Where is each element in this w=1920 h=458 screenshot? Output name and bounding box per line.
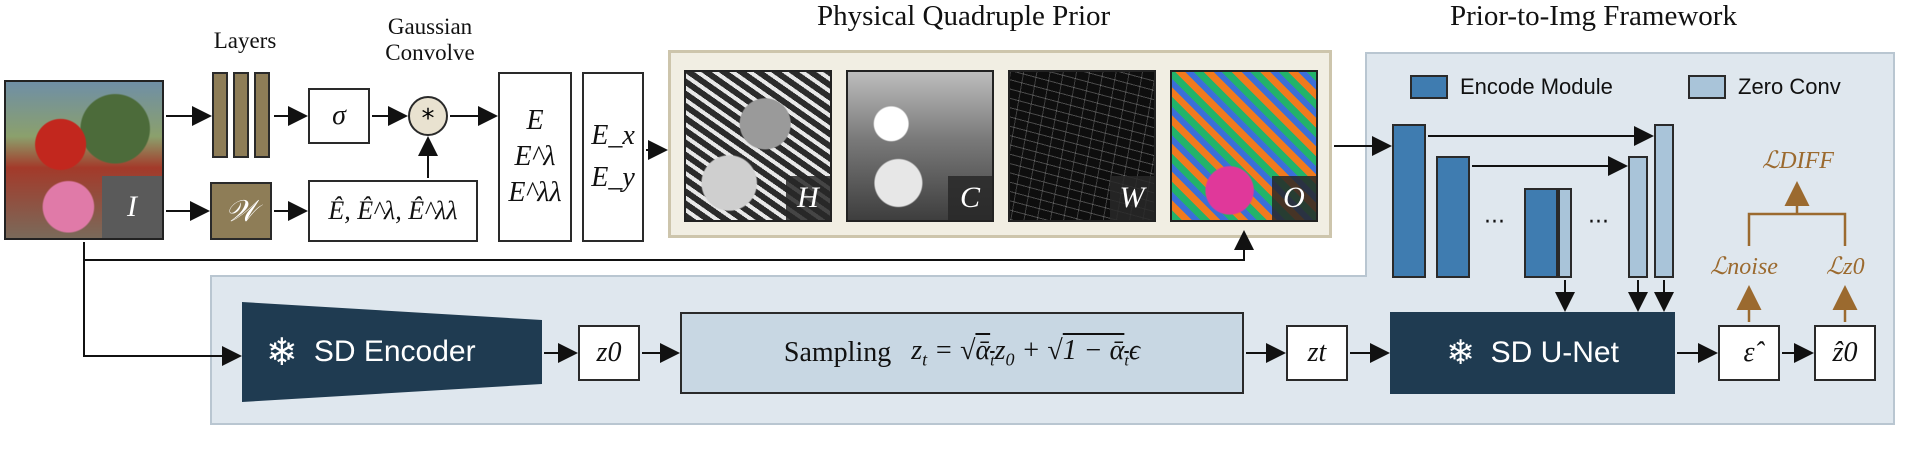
sampling-label: Sampling (783, 337, 892, 368)
e-stack-2: E^λλ (508, 177, 562, 208)
legend-encode-swatch (1410, 75, 1448, 99)
ellipsis-right: ··· (1588, 210, 1609, 235)
encode-module-1 (1392, 124, 1426, 278)
input-image-tag: I (102, 176, 162, 238)
encode-module-3 (1524, 188, 1558, 278)
e-stack-0: E (526, 105, 544, 136)
prior-h: H (684, 70, 832, 222)
sd-unet: ❄ SD U-Net (1390, 312, 1675, 394)
e-stack-box: E E^λ E^λλ (498, 72, 572, 242)
layer-bar-2 (233, 72, 249, 158)
layer-bar-1 (212, 72, 228, 158)
zt-box: zt (1286, 325, 1348, 381)
ellipsis-left: ··· (1484, 210, 1505, 235)
exy-1: E_y (591, 162, 635, 193)
layer-bar-3 (254, 72, 270, 158)
snowflake-icon: ❄ (266, 330, 298, 374)
sd-unet-label: SD U-Net (1490, 336, 1619, 369)
loss-noise: ℒnoise (1710, 254, 1778, 280)
prior-w-tag: W (1110, 176, 1154, 220)
legend-zero-swatch (1688, 75, 1726, 99)
sampling-equation: zt = √ᾱtz0 + √1 − ᾱtϵ (911, 335, 1141, 370)
prior-to-img-title: Prior-to-Img Framework (1450, 0, 1737, 32)
z0-hat-text: ẑ0 (1832, 337, 1858, 368)
w-operator-label: 𝒲 (225, 193, 257, 229)
legend-encode-module: Encode Module (1410, 74, 1613, 100)
e-stack-1: E^λ (514, 141, 556, 172)
z0-text: z0 (596, 337, 622, 368)
gaussian-convolve-label: Gaussian Convolve (360, 14, 500, 67)
sigma-box: σ (308, 88, 370, 144)
prior-w: W (1008, 70, 1156, 222)
sd-encoder: ❄ SD Encoder (242, 302, 542, 402)
e-hat-box: Ê, Ê^λ, Ê^λλ (308, 180, 478, 242)
sd-encoder-label: SD Encoder (313, 335, 476, 368)
quadruple-prior-title: Physical Quadruple Prior (817, 0, 1111, 32)
w-operator: 𝒲 (210, 182, 272, 240)
prior-o-tag: O (1272, 176, 1316, 220)
snowflake-icon: ❄ (1446, 333, 1475, 373)
gaussian-convolve-text: Gaussian Convolve (385, 14, 475, 66)
sigma-symbol: σ (332, 100, 346, 131)
zero-conv-1 (1654, 124, 1674, 278)
z0-hat-box: ẑ0 (1814, 325, 1876, 381)
convolve-symbol: * (421, 104, 435, 134)
input-image: I (4, 80, 164, 240)
zt-text: zt (1307, 337, 1327, 368)
legend-zero-conv: Zero Conv (1688, 74, 1841, 100)
prior-c-tag: C (948, 176, 992, 220)
prior-c: C (846, 70, 994, 222)
loss-diff: ℒDIFF (1762, 148, 1834, 174)
encode-module-2 (1436, 156, 1470, 278)
exy-0: E_x (591, 120, 635, 151)
layers-label: Layers (213, 28, 277, 53)
zero-conv-3 (1558, 188, 1572, 278)
eps-hat-box: ε̂ (1718, 325, 1780, 381)
legend-encode-label: Encode Module (1460, 74, 1613, 99)
sampling-box: Sampling zt = √ᾱtz0 + √1 − ᾱtϵ (680, 312, 1244, 394)
convolve-operator: * (408, 96, 448, 136)
loss-z0: ℒz0 (1826, 254, 1865, 280)
zero-conv-2 (1628, 156, 1648, 278)
e-hat-text: Ê, Ê^λ, Ê^λλ (328, 196, 458, 225)
prior-h-tag: H (786, 176, 830, 220)
z0-box: z0 (578, 325, 640, 381)
legend-zero-label: Zero Conv (1738, 74, 1841, 99)
prior-o: O (1170, 70, 1318, 222)
exy-box: E_x E_y (582, 72, 644, 242)
eps-hat-text: ε̂ (1743, 337, 1755, 368)
